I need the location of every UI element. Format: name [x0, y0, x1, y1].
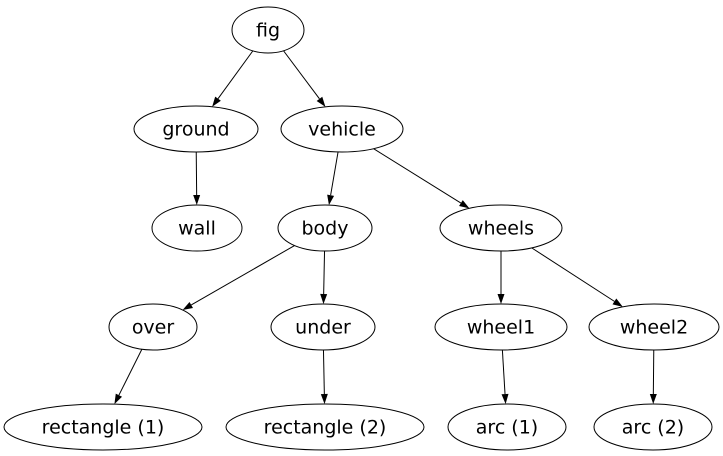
node-label-rect2: rectangle (2) [264, 417, 387, 439]
edge-vehicle-to-wheels [373, 148, 462, 204]
node-label-wheels: wheels [468, 218, 534, 240]
node-label-fig: fig [256, 20, 280, 42]
node-ellipse-vehicle [280, 105, 404, 153]
node-wheel2: wheel2 [588, 303, 720, 351]
node-ellipse-wheels [439, 204, 563, 252]
edge-fig-to-vehicle [283, 50, 320, 100]
edge-over-to-rect1 [118, 349, 143, 396]
node-ellipse-rect1 [3, 403, 203, 451]
arrowhead-icon [182, 301, 193, 310]
arrowhead-icon [193, 194, 201, 206]
node-under: under [270, 303, 376, 351]
node-label-ground: ground [162, 119, 229, 141]
node-body: body [277, 204, 373, 252]
node-label-arc2: arc (2) [622, 417, 684, 439]
node-ground: ground [133, 105, 259, 153]
arrowhead-icon [320, 393, 328, 405]
node-label-rect1: rectangle (1) [42, 417, 165, 439]
arrowhead-icon [212, 96, 221, 107]
node-arc2: arc (2) [593, 403, 713, 451]
arrowhead-icon [316, 96, 326, 107]
edge-vehicle-to-body [330, 151, 339, 196]
arrowhead-icon [320, 293, 328, 305]
node-label-arc1: arc (1) [476, 417, 538, 439]
arrowhead-icon [459, 200, 470, 209]
edge-body-to-under [323, 250, 326, 295]
node-label-wall: wall [178, 218, 216, 240]
node-label-body: body [302, 218, 349, 240]
node-wheels: wheels [439, 204, 563, 252]
arrowhead-icon [649, 393, 657, 405]
node-ellipse-ground [133, 105, 259, 153]
edge-body-to-over [190, 245, 295, 306]
node-over: over [108, 303, 198, 351]
node-ellipse-body [277, 204, 373, 252]
node-ellipse-wheel1 [434, 303, 568, 351]
node-label-over: over [132, 317, 175, 339]
node-rect1: rectangle (1) [3, 403, 203, 451]
arrowhead-icon [327, 194, 335, 206]
arrowhead-icon [497, 294, 505, 304]
node-ellipse-wall [151, 204, 243, 252]
node-vehicle: vehicle [280, 105, 404, 153]
node-label-vehicle: vehicle [308, 119, 376, 141]
node-wall: wall [151, 204, 243, 252]
arrowhead-icon [114, 393, 123, 405]
node-label-wheel2: wheel2 [620, 317, 688, 339]
node-ellipse-over [108, 303, 198, 351]
node-ellipse-rect2 [225, 403, 425, 451]
edge-wheels-to-wheel2 [531, 247, 615, 302]
node-ellipse-arc2 [593, 403, 713, 451]
node-rect2: rectangle (2) [225, 403, 425, 451]
node-label-wheel1: wheel1 [467, 317, 535, 339]
edge-fig-to-ground [217, 50, 254, 100]
edge-under-to-rect2 [322, 349, 325, 395]
node-wheel1: wheel1 [434, 303, 568, 351]
node-label-under: under [295, 317, 351, 339]
arrowhead-icon [501, 393, 509, 405]
node-arc1: arc (1) [447, 403, 567, 451]
node-ellipse-under [270, 303, 376, 351]
node-ellipse-wheel2 [588, 303, 720, 351]
node-ellipse-fig [231, 6, 305, 54]
node-ellipse-arc1 [447, 403, 567, 451]
arrowhead-icon [612, 298, 623, 307]
edge-wheel1-to-arc1 [501, 349, 506, 395]
node-fig: fig [231, 6, 305, 54]
